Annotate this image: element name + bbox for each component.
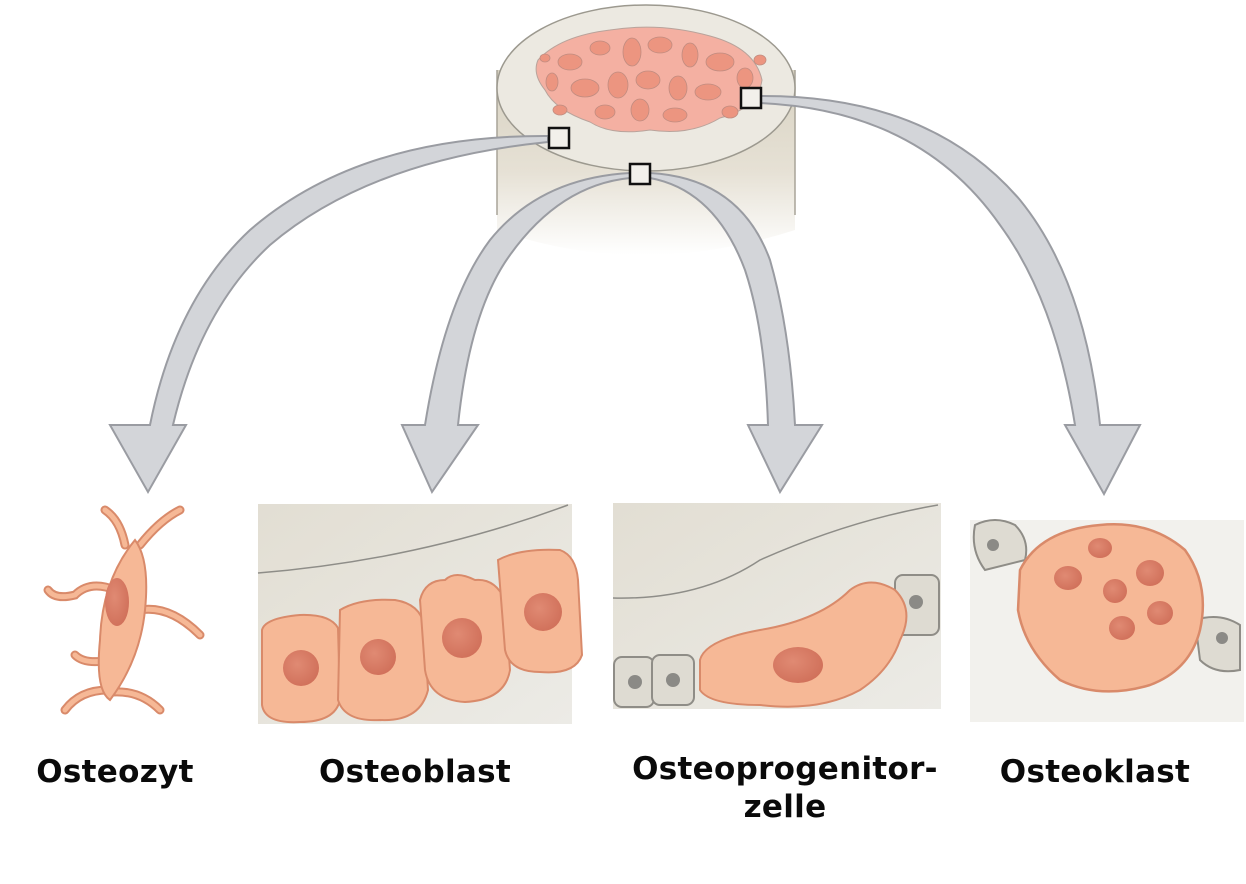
marker-osteozyt <box>547 126 571 150</box>
arrow-to-progenitor <box>649 171 824 495</box>
label-osteoprogenitorzelle-line2: zelle <box>743 789 827 825</box>
arrow-to-osteoblast <box>400 171 631 495</box>
arrow-to-osteozyt <box>108 134 549 495</box>
label-osteoklast: Osteoklast <box>999 754 1191 790</box>
label-osteoprogenitorzelle: Osteoprogenitor- zelle <box>615 750 955 826</box>
marker-osteoklast <box>739 86 763 110</box>
marker-osteoblast-progenitor <box>628 162 652 186</box>
osteoblast-icon <box>257 504 584 724</box>
osteoclast-icon <box>970 519 1244 722</box>
label-osteoprogenitorzelle-line1: Osteoprogenitor- <box>632 751 938 787</box>
label-osteoblast: Osteoblast <box>319 754 511 790</box>
bone-cylinder <box>496 4 796 255</box>
osteoprogenitor-icon <box>612 503 941 709</box>
source-markers <box>547 86 763 186</box>
arrow-to-osteoklast <box>759 94 1142 497</box>
label-osteozyt: Osteozyt <box>36 754 194 790</box>
osteocyte-icon <box>43 505 205 715</box>
spongy-bone <box>535 26 767 133</box>
